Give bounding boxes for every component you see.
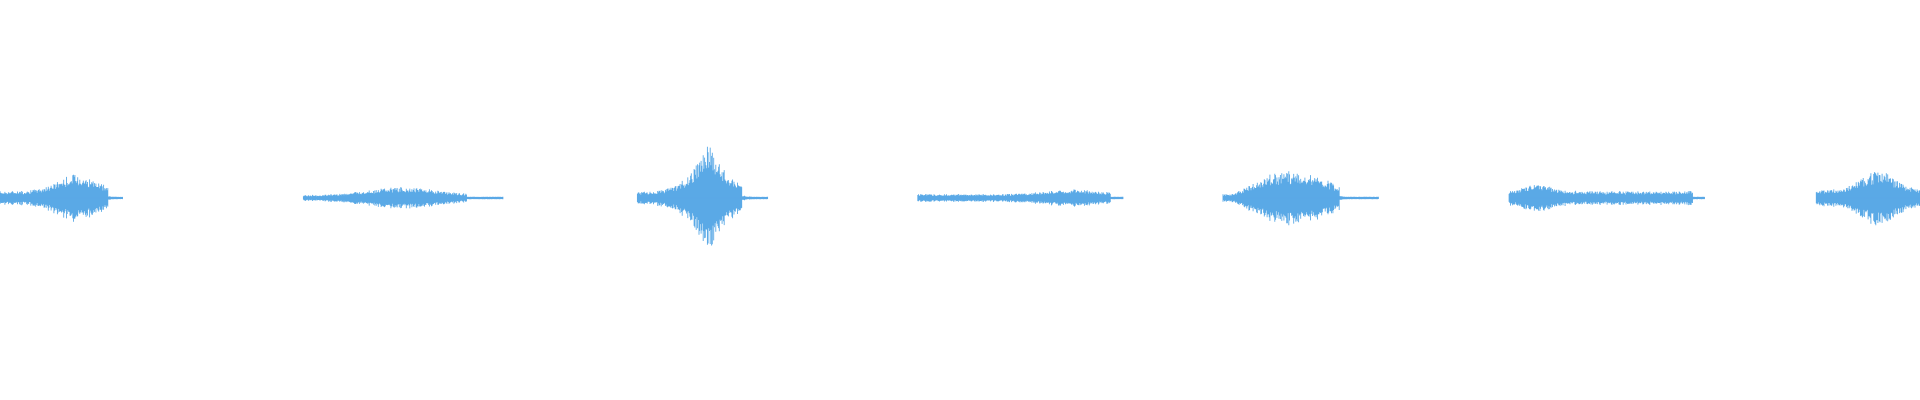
waveform-segments	[0, 146, 1920, 246]
